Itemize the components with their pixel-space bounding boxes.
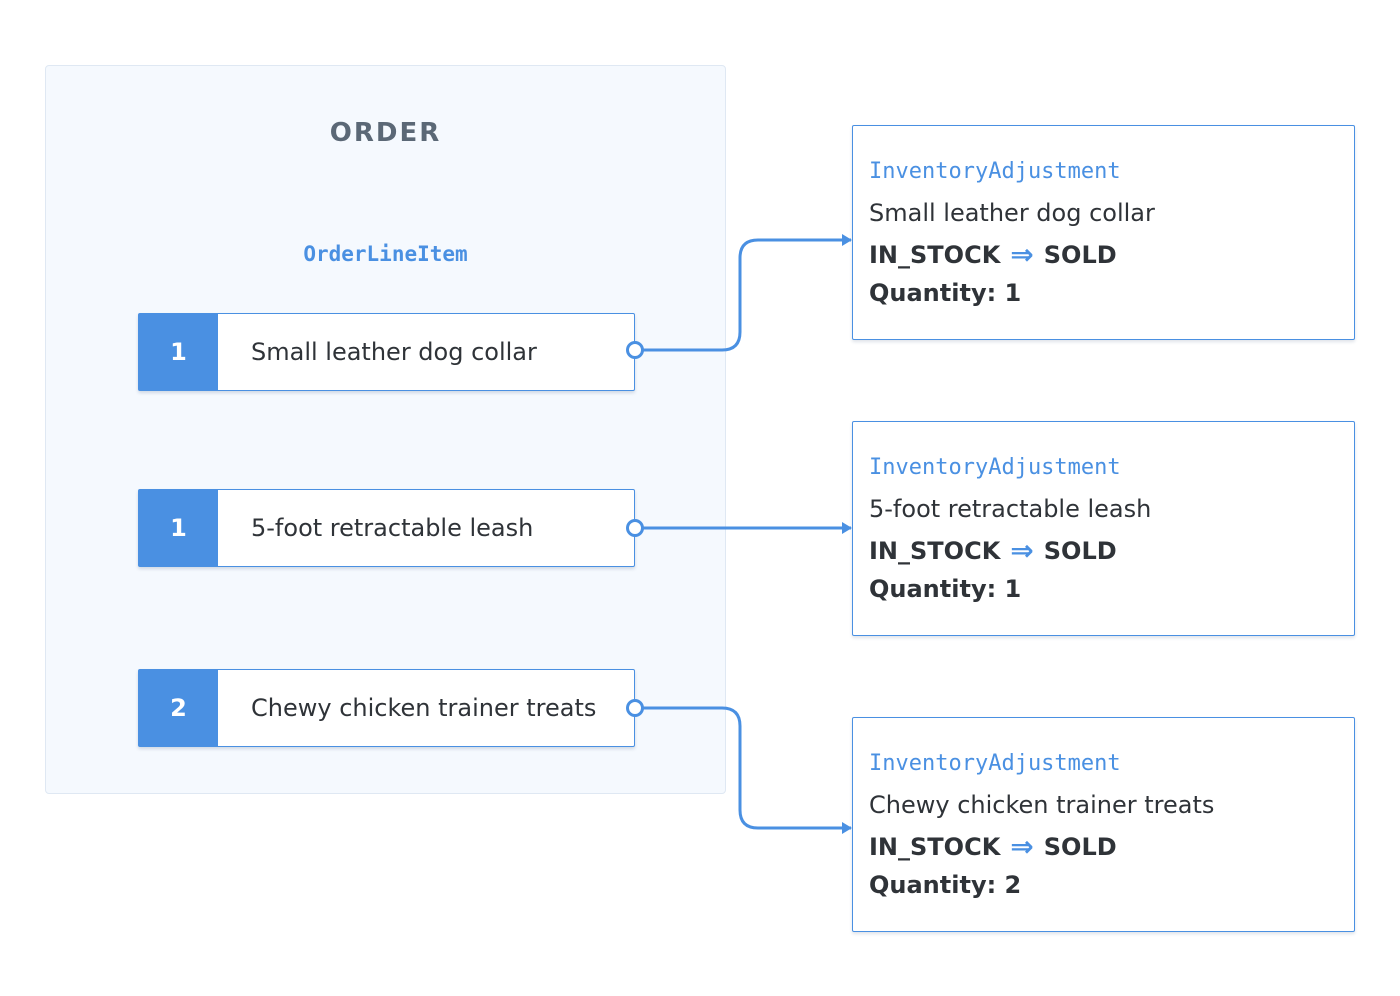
- inventory-adjustment-box: InventoryAdjustment 5-foot retractable l…: [852, 421, 1355, 636]
- adjustment-quantity: Quantity: 1: [869, 279, 1022, 307]
- from-state: IN_STOCK: [869, 240, 1001, 269]
- from-state: IN_STOCK: [869, 536, 1001, 565]
- adjustment-type: InventoryAdjustment: [869, 751, 1121, 776]
- adjustment-type: InventoryAdjustment: [869, 455, 1121, 480]
- order-title: ORDER: [329, 118, 442, 148]
- line-item-quantity: 1: [139, 490, 218, 566]
- double-right-arrow-icon: ⇒: [1010, 830, 1034, 863]
- adjustment-states: IN_STOCK ⇒ SOLD: [869, 830, 1117, 863]
- connector-port: [626, 519, 644, 537]
- order-line-item-label: OrderLineItem: [303, 242, 468, 266]
- connector-port: [626, 699, 644, 717]
- inventory-adjustment-box: InventoryAdjustment Small leather dog co…: [852, 125, 1355, 340]
- connector-line: [642, 706, 852, 834]
- adjustment-states: IN_STOCK ⇒ SOLD: [869, 238, 1117, 271]
- from-state: IN_STOCK: [869, 832, 1001, 861]
- order-line-item: 1 5-foot retractable leash: [138, 489, 635, 567]
- double-right-arrow-icon: ⇒: [1010, 238, 1034, 271]
- adjustment-item: Chewy chicken trainer treats: [869, 791, 1215, 819]
- adjustment-item: Small leather dog collar: [869, 199, 1155, 227]
- connector-port: [626, 341, 644, 359]
- adjustment-states: IN_STOCK ⇒ SOLD: [869, 534, 1117, 567]
- connector-line: [642, 234, 852, 352]
- line-item-name: Small leather dog collar: [251, 338, 537, 366]
- to-state: SOLD: [1043, 832, 1117, 861]
- order-line-item: 1 Small leather dog collar: [138, 313, 635, 391]
- line-item-quantity: 2: [139, 670, 218, 746]
- line-item-name: 5-foot retractable leash: [251, 514, 534, 542]
- to-state: SOLD: [1043, 536, 1117, 565]
- line-item-name: Chewy chicken trainer treats: [251, 694, 597, 722]
- adjustment-item: 5-foot retractable leash: [869, 495, 1152, 523]
- to-state: SOLD: [1043, 240, 1117, 269]
- line-item-quantity: 1: [139, 314, 218, 390]
- double-right-arrow-icon: ⇒: [1010, 534, 1034, 567]
- inventory-adjustment-box: InventoryAdjustment Chewy chicken traine…: [852, 717, 1355, 932]
- adjustment-type: InventoryAdjustment: [869, 159, 1121, 184]
- adjustment-quantity: Quantity: 1: [869, 575, 1022, 603]
- adjustment-quantity: Quantity: 2: [869, 871, 1022, 899]
